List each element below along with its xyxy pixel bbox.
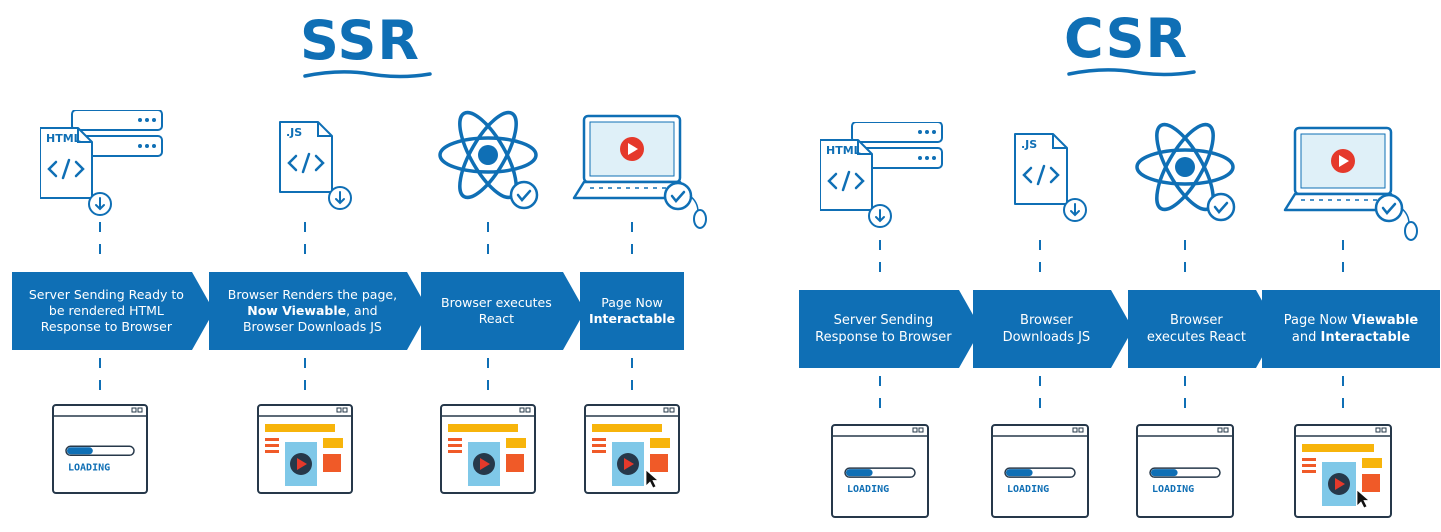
label-text: Browser Renders the page, <box>227 287 398 302</box>
ssr-step-2-label: Browser Renders the page, Now Viewable, … <box>209 272 416 350</box>
ssr-step-2-connector-bottom <box>304 358 306 390</box>
ssr-step-3-connector-top <box>487 222 489 254</box>
csr-step-4-banner-shape <box>1262 290 1440 368</box>
csr-step-2-banner-shape <box>973 290 1133 368</box>
ssr-title: SSR <box>300 9 420 72</box>
csr-step-3-connector-bottom <box>1184 376 1186 408</box>
csr-step-2-label: Browser Downloads JS <box>973 290 1120 368</box>
ssr-step-3-react-atom-icon <box>438 110 539 210</box>
csr-step-1-connector-bottom <box>879 376 881 408</box>
emphasis-text: Interactable <box>588 311 676 326</box>
loading-label: LOADING <box>847 484 889 495</box>
ssr-step-3-label: Browser executes React <box>421 272 572 350</box>
ssr-step-1-banner-shape <box>12 272 214 350</box>
label-text: Page Now <box>601 295 663 310</box>
csr-step-2-js-file-icon: .JS <box>1014 133 1087 222</box>
label-text: and <box>1291 330 1321 345</box>
csr-title: CSR <box>1064 7 1189 70</box>
loading-label: LOADING <box>68 462 110 473</box>
ssr-step-2-browser-window <box>257 404 353 494</box>
emphasis-text: Viewable <box>1351 313 1419 328</box>
label-text: Browser executes React <box>1146 313 1246 345</box>
ssr-step-2-js-file-icon: .JS <box>279 121 352 210</box>
ssr-step-4-browser-window <box>584 404 680 494</box>
csr-step-1-browser-window: LOADING <box>831 424 929 518</box>
label-text: , and Browser Downloads JS <box>242 303 382 334</box>
ssr-underline <box>303 70 432 79</box>
file-type-label: HTML <box>826 144 861 157</box>
ssr-step-4-laptop-play-icon <box>572 114 707 229</box>
loading-label: LOADING <box>1152 484 1194 495</box>
file-type-label: HTML <box>46 132 81 145</box>
ssr-step-4-connector-bottom <box>631 358 633 390</box>
csr-step-3-react-atom-icon <box>1135 122 1236 222</box>
loading-label: LOADING <box>1007 484 1049 495</box>
csr-step-1-banner-shape <box>799 290 981 368</box>
csr-underline <box>1067 68 1196 77</box>
ssr-step-3-banner-shape <box>421 272 585 350</box>
label-text: Page Now <box>1283 313 1352 328</box>
ssr-step-2-banner-shape <box>209 272 429 350</box>
file-type-label: .JS <box>286 126 302 139</box>
label-text: Server Sending Response to Browser <box>815 313 952 345</box>
ssr-step-1-browser-window: LOADING <box>52 404 148 494</box>
ssr-step-1-connector-bottom <box>99 358 101 390</box>
csr-step-1-connector-top <box>879 240 881 272</box>
ssr-step-1-connector-top <box>99 222 101 254</box>
csr-step-1-label: Server Sending Response to Browser <box>799 290 968 368</box>
csr-step-3-browser-window: LOADING <box>1136 424 1234 518</box>
csr-step-4-connector-bottom <box>1342 376 1344 408</box>
csr-step-2-browser-window: LOADING <box>991 424 1089 518</box>
ssr-step-3-connector-bottom <box>487 358 489 390</box>
csr-step-3-banner-shape <box>1128 290 1278 368</box>
ssr-step-3-browser-window <box>440 404 536 494</box>
emphasis-text: Interactable <box>1320 330 1411 345</box>
csr-step-3-label: Browser executes React <box>1128 290 1265 368</box>
csr-step-4-laptop-play-icon <box>1283 126 1418 241</box>
ssr-step-4-connector-top <box>631 222 633 254</box>
csr-step-4-label: Page Now Viewable and Interactable <box>1262 290 1440 368</box>
label-text: Server Sending Ready to be rendered HTML… <box>28 287 184 334</box>
csr-step-2-connector-top <box>1039 240 1041 272</box>
label-text: Browser executes React <box>441 295 552 326</box>
ssr-step-1-html-file-server-icon: HTML <box>40 110 163 216</box>
label-text: Browser Downloads JS <box>1002 313 1091 345</box>
ssr-step-4-banner-shape <box>580 272 684 350</box>
csr-step-4-connector-top <box>1342 240 1344 272</box>
csr-step-4-browser-window <box>1294 424 1392 518</box>
ssr-step-2-connector-top <box>304 222 306 254</box>
file-type-label: .JS <box>1021 138 1037 151</box>
ssr-step-1-label: Server Sending Ready to be rendered HTML… <box>12 272 201 350</box>
emphasis-text: Now Viewable <box>247 303 347 318</box>
csr-step-2-connector-bottom <box>1039 376 1041 408</box>
ssr-step-4-label: Page Now Interactable <box>580 272 684 350</box>
csr-step-3-connector-top <box>1184 240 1186 272</box>
csr-step-1-html-file-server-icon: HTML <box>820 122 943 228</box>
